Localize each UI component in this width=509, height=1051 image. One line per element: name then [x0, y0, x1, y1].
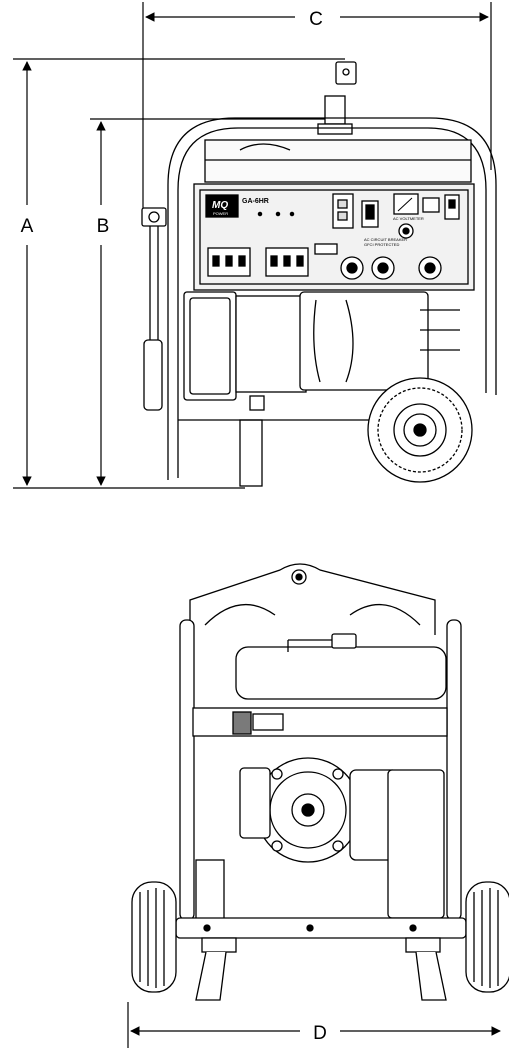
dimension-lines [13, 2, 501, 1048]
front-fuel-cap [331, 633, 357, 649]
lifting-lug-hole [342, 68, 350, 76]
engine-shroud [239, 767, 271, 839]
engine-block [235, 295, 307, 393]
control-panel-inset [199, 189, 469, 285]
mq-logo [205, 194, 239, 218]
front-label-block [232, 711, 252, 735]
skid-foot-right [405, 937, 441, 953]
front-wheel-right [465, 881, 509, 993]
engine-recoil-housing [183, 291, 237, 401]
hour-meter [422, 197, 440, 213]
top-frame-arch [189, 563, 436, 635]
lift-post-base [317, 123, 353, 135]
frame-tube-right [446, 619, 462, 921]
front-leg-left [195, 951, 227, 1001]
small-receptacle [314, 243, 338, 255]
fuel-tank [204, 139, 472, 183]
dim-c-label: C [309, 9, 323, 30]
fuel-cap-hose [239, 143, 291, 151]
voltmeter-label: AC VOLTMETER [393, 216, 424, 221]
frame-inner [177, 127, 487, 478]
front-fuel-tank [235, 646, 447, 700]
handle-grip [143, 339, 163, 411]
mq-logo-subtext: POWER [213, 211, 228, 216]
front-label-plate [252, 713, 284, 731]
dim-b-label: B [97, 216, 110, 237]
side-view: MQ POWER GA-6HR AC CIRCUIT BREAKER GFCI … [141, 61, 497, 487]
breaker-label-line2: GFCI PROTECTED [364, 242, 399, 247]
support-leg [239, 419, 263, 487]
dim-d-label: D [313, 1023, 327, 1044]
handle-knob [148, 211, 160, 223]
skid-foot-left [201, 937, 237, 953]
base-skid [175, 917, 467, 939]
frame-outer [167, 117, 497, 480]
front-panel-band [192, 707, 448, 737]
lift-post [324, 95, 346, 125]
circuit-breaker [332, 193, 354, 229]
model-label: GA-6HR [242, 198, 269, 205]
air-cleaner [387, 769, 445, 919]
front-wheel-left [131, 881, 177, 993]
dim-a-label: A [21, 216, 34, 237]
engine-foot [249, 395, 265, 411]
mq-logo-text: MQ [212, 200, 228, 211]
breaker-label-line1: AC CIRCUIT BREAKER [364, 237, 407, 242]
front-leg-right [415, 951, 447, 1001]
front-view [131, 563, 509, 1001]
frame-tube-left [179, 619, 195, 921]
alternator [299, 291, 429, 391]
battery [195, 859, 225, 921]
